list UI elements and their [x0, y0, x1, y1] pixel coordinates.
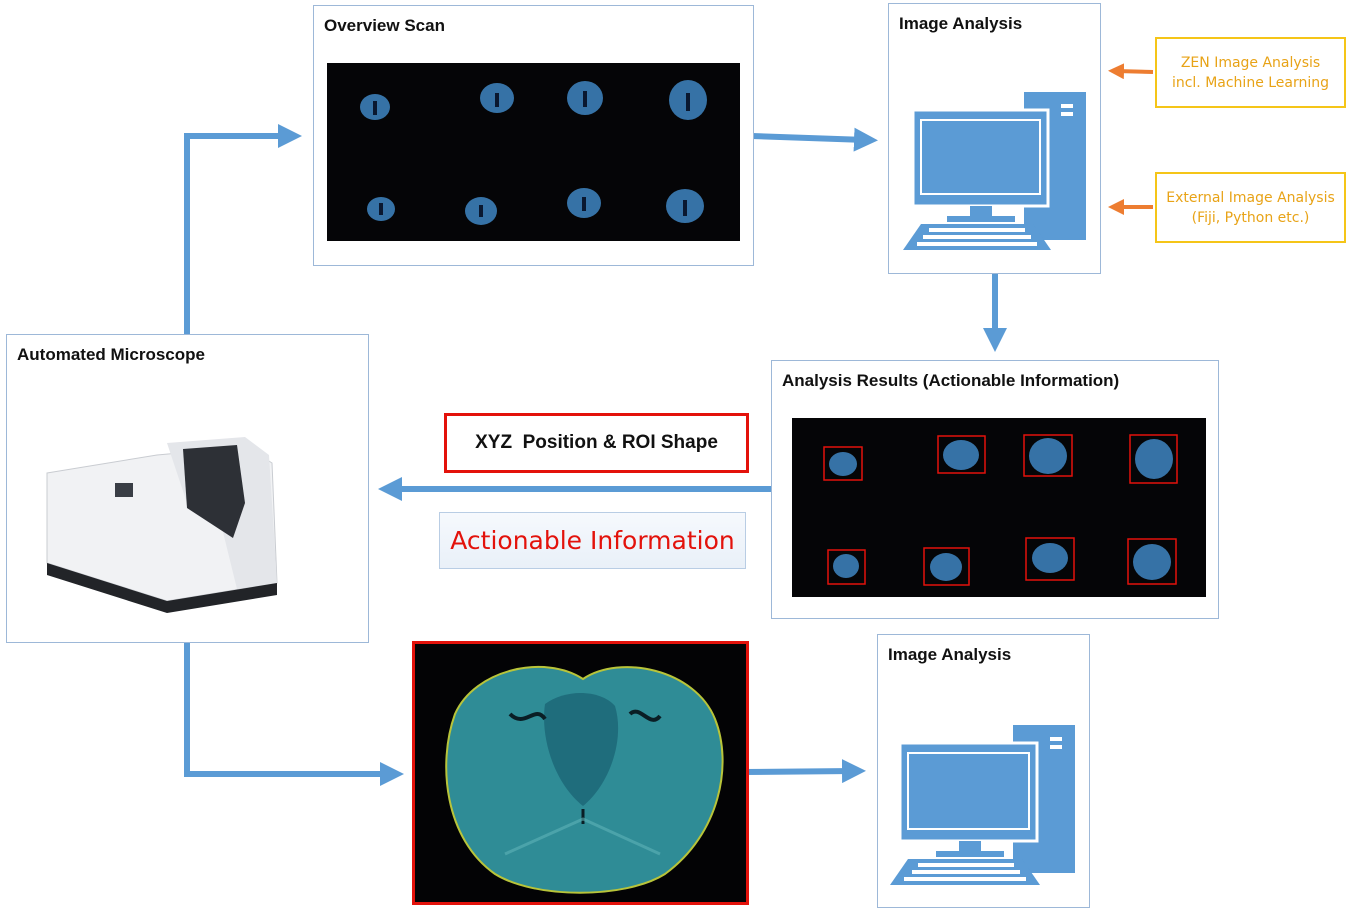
image-analysis-top-box: Image Analysis	[888, 3, 1101, 274]
xyz-position-label: XYZ Position & ROI Shape	[444, 413, 749, 473]
roi-thumbnails	[823, 434, 1178, 586]
automated-microscope-title: Automated Microscope	[17, 345, 205, 364]
zen-image-analysis-box: ZEN Image Analysis incl. Machine Learnin…	[1155, 37, 1346, 108]
overview-scan-title: Overview Scan	[324, 16, 445, 35]
arrow-zen-to-analysis	[1108, 63, 1154, 80]
external-line-2: (Fiji, Python etc.)	[1191, 209, 1310, 226]
analysis-results-image	[792, 418, 1206, 597]
microscope-device-image	[46, 437, 278, 613]
computer-icon	[890, 725, 1075, 885]
overview-scan-box: Overview Scan	[313, 5, 754, 266]
actionable-label-text: Actionable Information	[450, 526, 735, 555]
automated-microscope-box: Automated Microscope	[6, 334, 369, 643]
arrow-microscope-to-overview	[184, 124, 302, 335]
brain-section-graphic	[445, 665, 724, 894]
overview-scan-image	[327, 63, 740, 241]
arrow-microscope-to-detail	[184, 643, 404, 786]
zen-line-2: incl. Machine Learning	[1171, 74, 1330, 91]
xyz-label-text: XYZ Position & ROI Shape	[475, 432, 718, 453]
zen-line-1: ZEN Image Analysis	[1180, 54, 1321, 71]
actionable-information-label: Actionable Information	[439, 512, 746, 569]
computer-icon	[903, 92, 1086, 250]
detail-scan-image	[412, 641, 749, 905]
analysis-results-title: Analysis Results (Actionable Information…	[782, 371, 1120, 390]
external-image-analysis-box: External Image Analysis (Fiji, Python et…	[1155, 172, 1346, 243]
overview-thumbnails	[360, 80, 707, 225]
image-analysis-bottom-box: Image Analysis	[877, 634, 1090, 908]
image-analysis-bottom-title: Image Analysis	[888, 645, 1012, 664]
external-line-1: External Image Analysis	[1166, 189, 1335, 206]
arrow-overview-to-analysis	[751, 127, 878, 152]
image-analysis-top-title: Image Analysis	[899, 14, 1023, 33]
arrow-detail-to-analysis	[743, 759, 866, 784]
analysis-results-box: Analysis Results (Actionable Information…	[771, 360, 1219, 619]
